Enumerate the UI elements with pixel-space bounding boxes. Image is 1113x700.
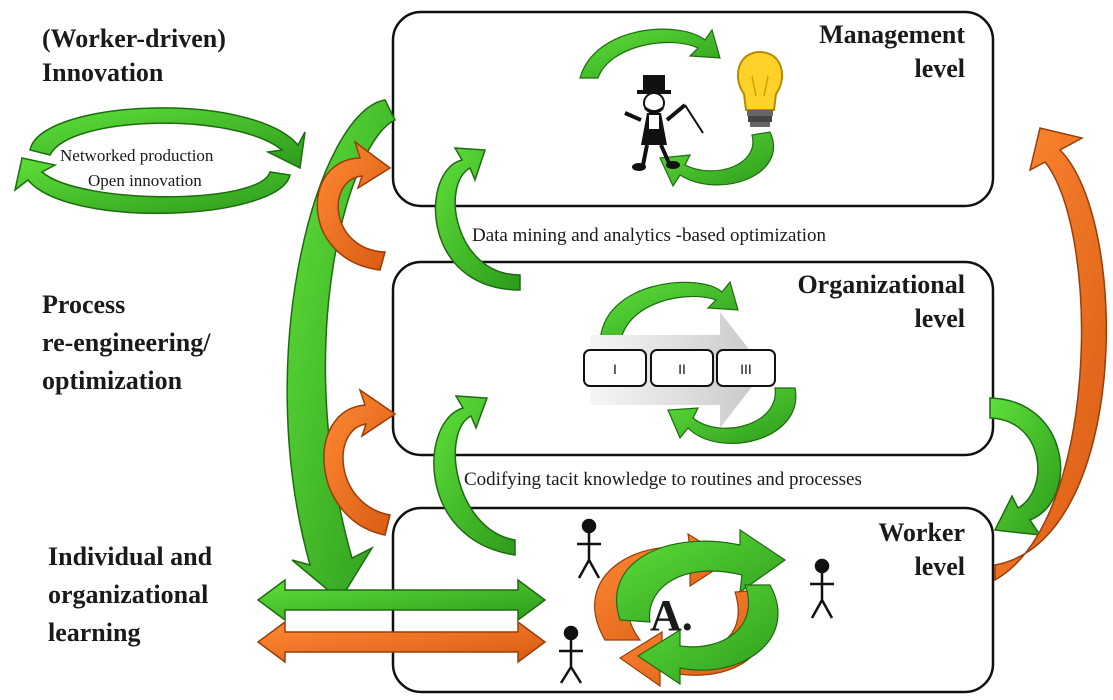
innovation-inner-line1: Networked production bbox=[60, 146, 214, 165]
monopoly-man-icon bbox=[624, 75, 704, 171]
process-step-box bbox=[716, 349, 776, 387]
process-label-line2: re-engineering/ bbox=[42, 328, 211, 357]
process-label-line3: optimization bbox=[42, 366, 183, 395]
codifying-green-arrow bbox=[433, 395, 516, 556]
worker-cycle-mark: A. bbox=[650, 591, 693, 640]
organizational-level-title-line1: Organizational bbox=[797, 270, 965, 299]
codifying-connector-label: Codifying tacit knowledge to routines an… bbox=[464, 469, 862, 490]
learning-label-line1: Individual and bbox=[48, 542, 213, 571]
innovation-title-line2: Innovation bbox=[42, 58, 164, 87]
management-level-title-line2: level bbox=[914, 54, 965, 83]
organizational-level-title-line2: level bbox=[914, 304, 965, 333]
learning-label-line3: learning bbox=[48, 618, 141, 647]
process-step-label: I bbox=[613, 361, 617, 377]
light-bulb-icon bbox=[736, 50, 784, 127]
worker-cycle-arrows bbox=[594, 528, 787, 688]
stick-figure-icon bbox=[577, 518, 601, 579]
data-mining-green-arrow bbox=[434, 147, 521, 291]
process-step-box bbox=[650, 349, 714, 387]
process-steps: I II III bbox=[583, 349, 776, 387]
learning-orange-double-arrow bbox=[256, 620, 547, 664]
worker-level-title-line1: Worker bbox=[878, 518, 965, 547]
process-step-label: III bbox=[740, 361, 752, 377]
management-level-title-line1: Management bbox=[819, 20, 965, 49]
management-cycle-arrows bbox=[579, 28, 774, 188]
worker-level-title-line2: level bbox=[914, 552, 965, 581]
right-orange-up-arrow bbox=[994, 127, 1108, 582]
innovation-title-line1: (Worker-driven) bbox=[42, 24, 226, 53]
stick-figure-icon bbox=[810, 558, 834, 619]
organizational-cycle-arrows bbox=[599, 280, 797, 444]
process-step-box bbox=[583, 349, 647, 387]
process-orange-arrow-lower bbox=[323, 388, 397, 536]
learning-label-line2: organizational bbox=[48, 580, 209, 609]
innovation-inner-line2: Open innovation bbox=[88, 171, 202, 190]
stick-figure-icon bbox=[559, 625, 583, 684]
innovation-cycle-arrows bbox=[13, 107, 306, 215]
process-label-line1: Process bbox=[42, 290, 126, 319]
learning-green-double-arrow bbox=[256, 578, 547, 622]
process-orange-arrow-upper bbox=[316, 140, 392, 271]
management-level-box bbox=[391, 10, 995, 208]
process-step-label: II bbox=[678, 361, 686, 377]
data-mining-connector-label: Data mining and analytics -based optimiz… bbox=[472, 225, 827, 246]
